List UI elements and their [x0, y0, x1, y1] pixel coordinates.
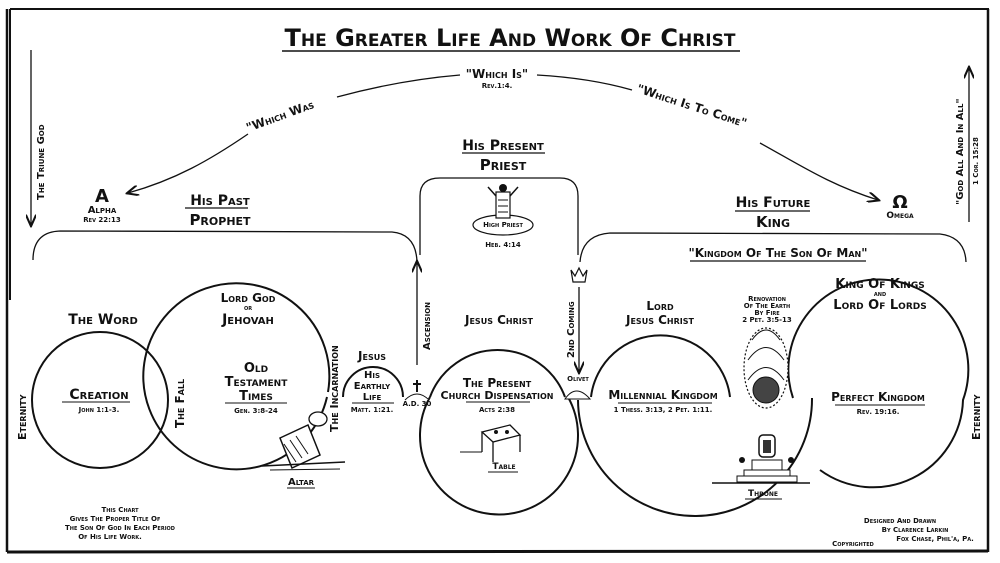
eternity-left-label: Eternity: [16, 394, 29, 440]
period-6-name: Perfect Kingdom: [831, 390, 925, 404]
note-line3: The Son Of God In Each Period: [65, 524, 175, 532]
perfect-kingdom-circle: [787, 278, 970, 489]
alpha-symbol: A: [95, 186, 109, 207]
table-icon: [460, 424, 522, 462]
period-2-name-line1: Old: [244, 361, 268, 376]
period-4-title: Jesus Christ: [464, 313, 534, 327]
the-fall-label: The Fall: [173, 379, 187, 428]
present-office-ref: Heb. 4:14: [485, 241, 521, 249]
period-3-name-line3: Life: [363, 392, 382, 403]
future-office-line2: King: [756, 213, 790, 231]
eternity-right-label: Eternity: [970, 394, 983, 440]
period-3-title: Jesus: [357, 349, 386, 363]
omega-symbol: Ω: [892, 192, 907, 213]
period-6-title-line2: Lord Of Lords: [833, 298, 926, 313]
old-testament-circle: [142, 282, 331, 471]
table-label: Table: [492, 462, 515, 472]
earthly-life-arch: [342, 366, 404, 398]
church-circle: [419, 396, 579, 516]
altar-label: Altar: [288, 477, 315, 488]
credit-line1: Designed And Drawn: [864, 517, 936, 525]
period-6-title-line1: King Of Kings: [835, 277, 924, 292]
god-all-in-all-label: "God All And In All": [955, 98, 966, 205]
alpha-ref: Rev 22:13: [83, 216, 121, 224]
past-bracket: [32, 230, 418, 263]
period-5-title-line1: Lord: [646, 299, 674, 313]
which-is-arc: [536, 74, 633, 91]
period-1-title: The Word: [68, 312, 138, 328]
present-office-line1: His Present: [462, 138, 544, 154]
alpha-label: Alpha: [88, 205, 117, 216]
frame-bottom: [6, 549, 989, 554]
period-3-name-line1: His: [364, 370, 380, 381]
which-was-label: "Which Was: [244, 97, 316, 135]
period-2-title-line1: Lord God: [221, 291, 276, 305]
church-circle-top: [429, 349, 566, 398]
period-1-ref: John 1:1-3.: [78, 406, 120, 414]
period-5-name: Millennial Kingdom: [608, 388, 717, 402]
period-2-title-or: or: [244, 304, 252, 312]
high-priest-caption: High Priest: [483, 221, 523, 229]
which-is-label: "Which Is": [466, 67, 528, 81]
throne-icon: [712, 434, 810, 484]
which-is-ref: Rev.1:4.: [482, 82, 513, 90]
ad30-label: A.D. 30: [403, 400, 432, 408]
which-was-arrow: [128, 133, 249, 193]
which-is-to-come-label: "Which Is To Come": [635, 82, 748, 131]
kingdom-son-of-man: "Kingdom Of The Son Of Man": [689, 246, 868, 260]
renovation-ref: 2 Pet. 3:5-13: [742, 316, 792, 324]
period-3-ref: Matt. 1:21.: [351, 406, 394, 414]
millennial-lower-arc: [577, 397, 814, 517]
period-5-ref: 1 Thess. 3:13, 2 Pet. 1:11.: [614, 406, 713, 414]
omega-label: Omega: [886, 211, 914, 221]
fire-earth-icon: [743, 327, 789, 409]
period-2-name-line3: Times: [239, 389, 273, 404]
period-5-title-line2: Jesus Christ: [625, 313, 695, 327]
period-4-ref: Acts 2:38: [479, 406, 515, 414]
renovation-line2: Of The Earth: [744, 302, 791, 310]
present-bracket: [419, 177, 579, 255]
second-coming-label: 2nd Coming: [566, 301, 577, 358]
creation-circle: [31, 331, 169, 469]
altar-icon: [261, 411, 346, 471]
note-line4: Of His Life Work.: [78, 533, 142, 541]
credit-line2: By Clarence Larkin: [882, 526, 949, 534]
period-6-ref: Rev. 19:16.: [857, 408, 900, 416]
note-line2: Gives The Proper Title Of: [70, 515, 161, 523]
period-2-name-line2: Testament: [225, 375, 289, 390]
period-2-title-line2: Jehovah: [221, 312, 274, 328]
crown-icon: [570, 266, 588, 283]
past-office-line1: His Past: [190, 193, 250, 209]
period-4-name-line1: The Present: [463, 376, 532, 390]
cross-hill-icon: [404, 380, 430, 401]
high-priest-figure: [472, 184, 534, 236]
throne-label: Throne: [748, 489, 778, 499]
renovation-line1: Renovation: [748, 295, 786, 303]
olivet-mount-icon: [564, 390, 592, 400]
period-3-name-line2: Earthly: [354, 381, 391, 392]
incarnation-label: The Incarnation: [328, 345, 341, 432]
page-title: The Greater Life And Work Of Christ: [285, 24, 736, 52]
which-is-to-come-arrow: [759, 142, 878, 200]
copyright-label: Copyrighted: [832, 540, 874, 548]
triune-god-label: The Triune God: [36, 124, 47, 200]
ascension-label: Ascension: [422, 302, 433, 350]
period-1-name: Creation: [69, 387, 128, 403]
olivet-label: Olivet: [567, 375, 589, 383]
renovation-line3: By Fire: [754, 309, 780, 317]
future-bracket: [579, 232, 967, 263]
credit-line3: Fox Chase, Phil'a, Pa.: [896, 535, 974, 543]
past-office-line2: Prophet: [189, 211, 251, 229]
period-2-ref: Gen. 3:8-24: [234, 407, 278, 415]
god-all-in-all-ref: 1 Cor. 15:28: [972, 137, 980, 185]
millennial-upper-arch: [590, 334, 731, 398]
period-6-title-and: and: [874, 290, 886, 298]
note-line1: This Chart: [101, 506, 139, 514]
future-office-line1: His Future: [736, 195, 811, 211]
which-was-arc: [336, 74, 461, 98]
present-office-line2: Priest: [480, 156, 527, 174]
period-4-name-line2: Church Dispensation: [441, 389, 554, 402]
